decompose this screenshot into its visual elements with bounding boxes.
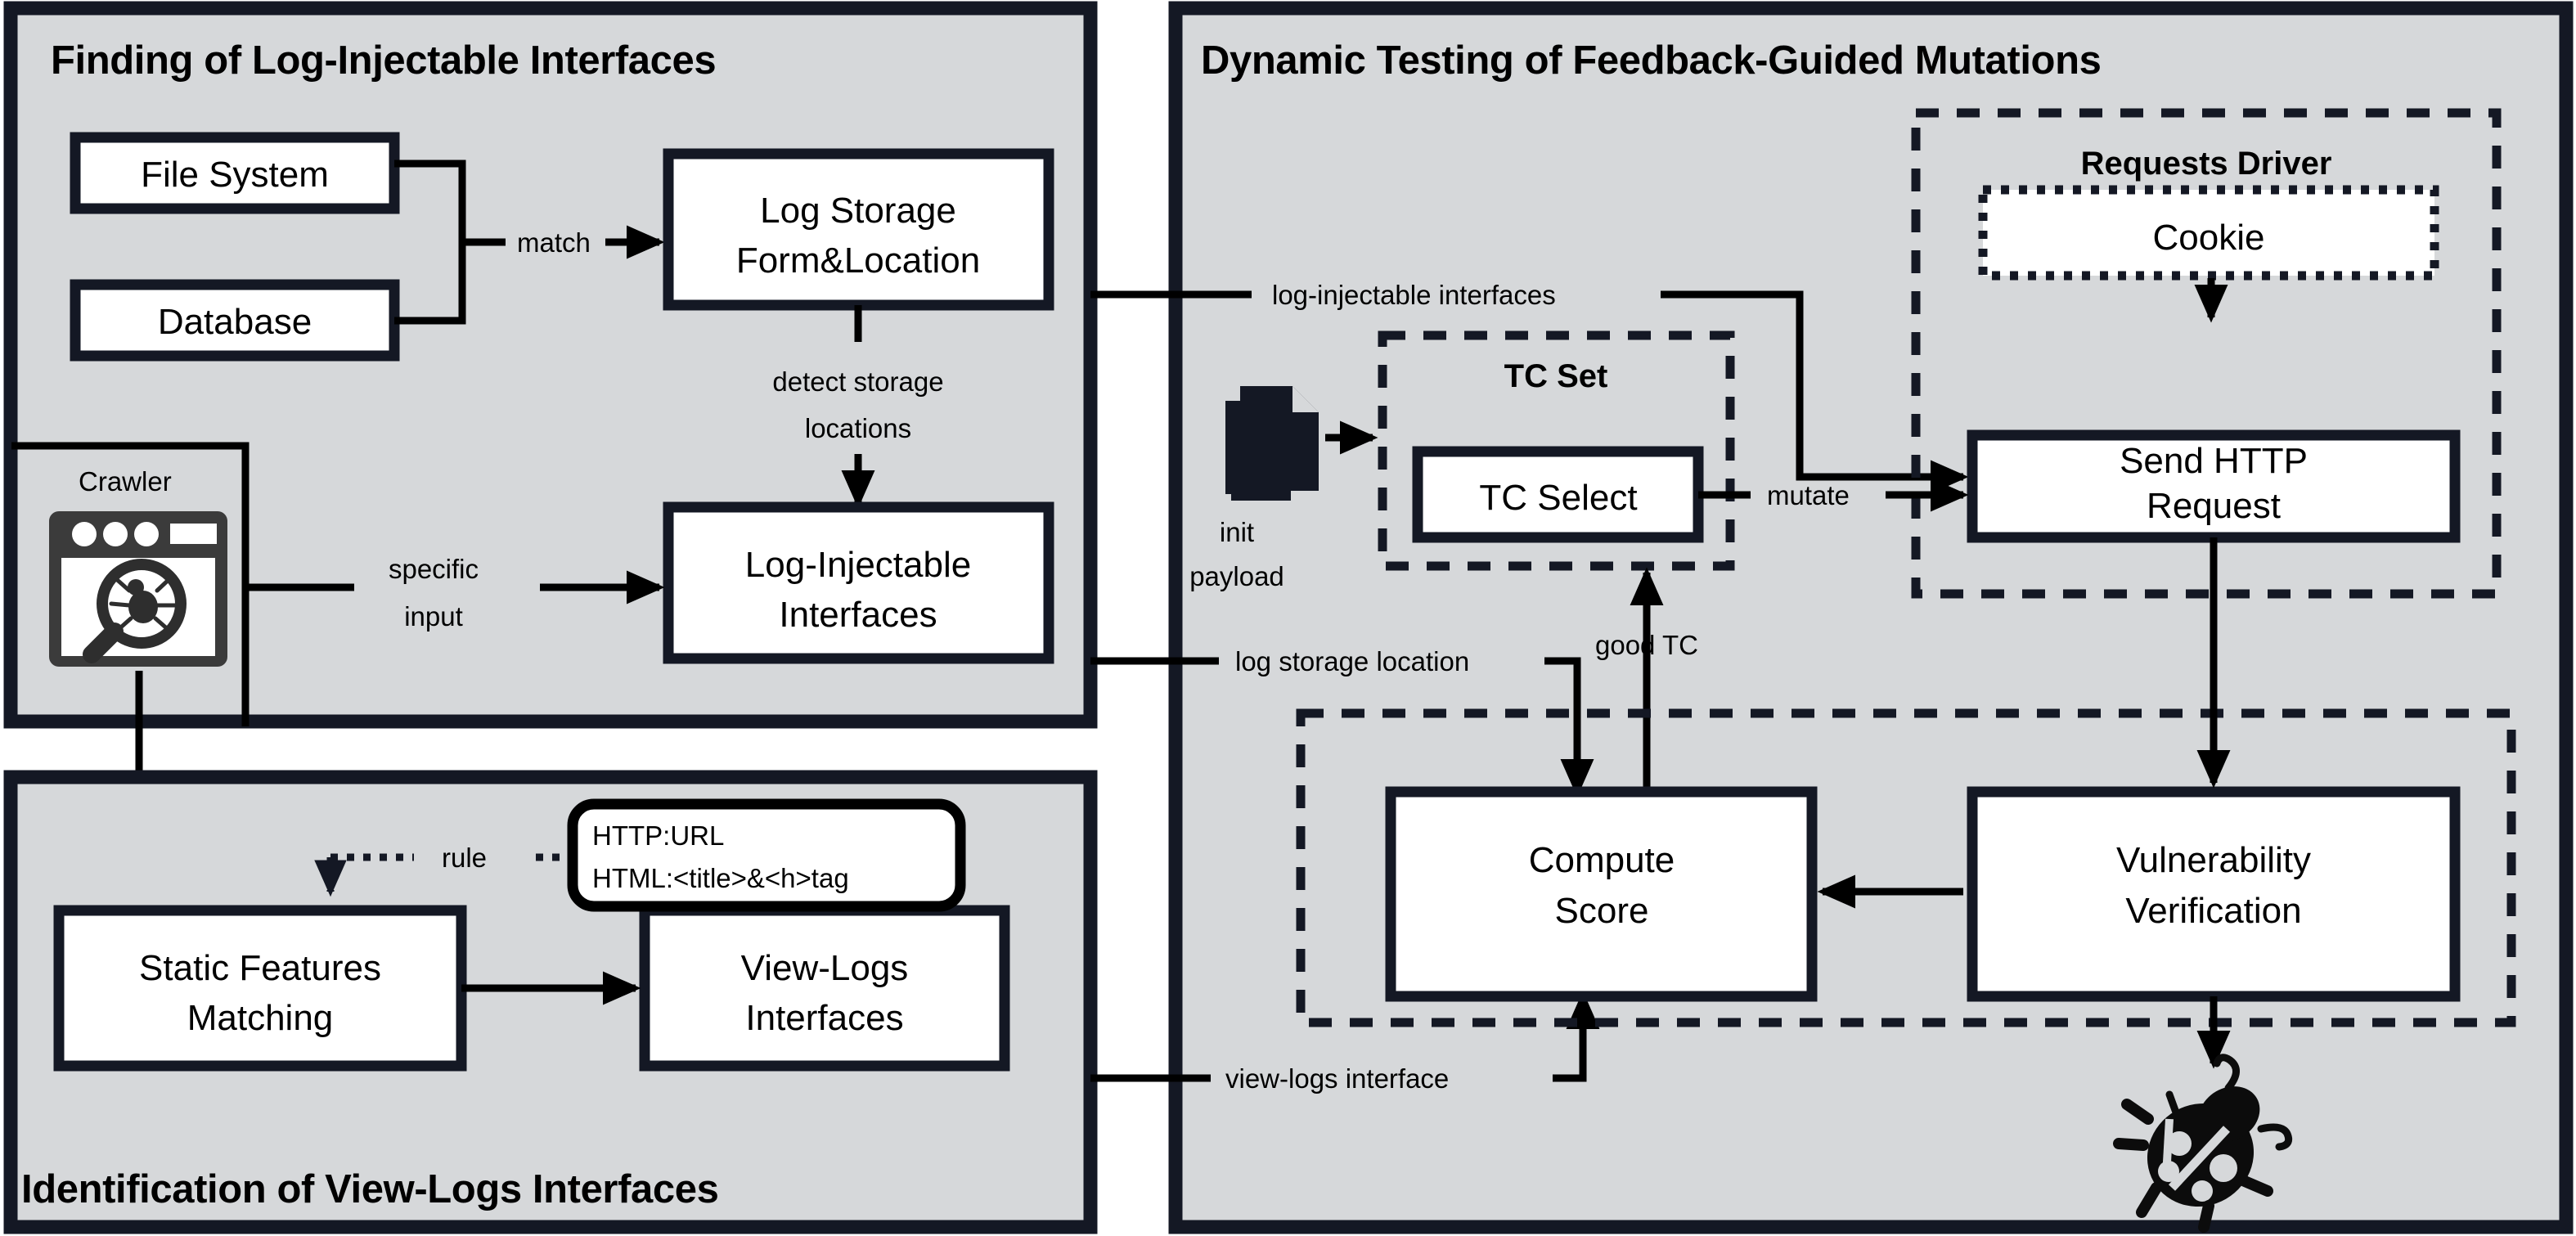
edge-label-specific-input-line2: input: [404, 601, 463, 631]
edge-label-specific-input-line1: specific: [389, 554, 479, 584]
edge-label-view-logs-interface: view-logs interface: [1225, 1063, 1449, 1094]
edge-label-rule: rule: [442, 843, 487, 873]
node-database-label: Database: [158, 302, 312, 342]
crawler-label: Crawler: [79, 466, 172, 497]
node-vuln-verification-line2: Verification: [2125, 891, 2301, 931]
panel-finding-title: Finding of Log-Injectable Interfaces: [51, 38, 716, 83]
crawler-icon: [49, 511, 227, 667]
node-compute-score: Compute Score: [1385, 786, 1818, 1002]
group-tc-set-title: TC Set: [1504, 358, 1608, 394]
node-log-storage-line1: Log Storage: [760, 191, 956, 231]
group-requests-driver: Requests Driver: [1911, 108, 2502, 599]
node-log-storage-form-location: Log Storage Form&Location: [663, 148, 1054, 311]
edge-label-mutate: mutate: [1767, 480, 1850, 510]
init-payload-icon: [1225, 386, 1319, 501]
node-cookie: Cookie: [1978, 185, 2439, 281]
group-requests-driver-title: Requests Driver: [2081, 146, 2332, 182]
node-static-features-line2: Matching: [187, 998, 334, 1038]
rule-callout-line1: HTTP:URL: [592, 820, 724, 851]
node-tc-select-label: TC Select: [1479, 478, 1637, 518]
group-feedback-loop: [1296, 708, 2516, 1027]
edge-label-log-storage-location: log storage location: [1235, 646, 1469, 676]
node-file-system: File System: [70, 132, 400, 214]
node-database: Database: [70, 279, 400, 362]
node-vuln-verification-line1: Vulnerability: [2116, 840, 2311, 880]
node-view-logs-line1: View-Logs: [741, 948, 909, 988]
node-send-http-line2: Request: [2147, 486, 2281, 526]
node-view-logs-interfaces: View-Logs Interfaces: [639, 905, 1010, 1072]
edge-label-log-injectable-interfaces: log-injectable interfaces: [1272, 280, 1556, 310]
ladybug-icon: [2113, 1054, 2293, 1233]
node-compute-score-line1: Compute: [1529, 840, 1675, 880]
edge-label-match: match: [517, 227, 591, 258]
rule-callout-line2: HTML:<title>&<h>tag: [592, 863, 849, 893]
node-send-http-line1: Send HTTP: [2120, 441, 2308, 481]
node-static-features-matching: Static Features Matching: [53, 905, 467, 1072]
node-send-http-request: Send HTTP Request: [1967, 429, 2461, 543]
edge-label-detect-storage-line2: locations: [805, 413, 911, 443]
node-log-injectable-line1: Log-Injectable: [745, 545, 971, 585]
node-compute-score-line2: Score: [1555, 891, 1649, 931]
edge-label-detect-storage-line1: detect storage: [772, 366, 943, 397]
node-log-storage-line2: Form&Location: [736, 240, 980, 281]
panel-dynamic-title: Dynamic Testing of Feedback-Guided Mutat…: [1201, 38, 2101, 83]
init-payload-label-line2: payload: [1189, 561, 1284, 591]
rule-callout: HTTP:URL HTML:<title>&<h>tag: [567, 798, 966, 912]
group-tc-set: TC Set: [1378, 330, 1735, 571]
node-cookie-label: Cookie: [2153, 218, 2265, 258]
node-log-injectable-line2: Interfaces: [779, 595, 937, 635]
node-static-features-line1: Static Features: [139, 948, 381, 988]
node-vulnerability-verification: Vulnerability Verification: [1967, 786, 2461, 1002]
init-payload-label-line1: init: [1220, 517, 1254, 547]
node-tc-select: TC Select: [1412, 446, 1704, 543]
node-view-logs-line2: Interfaces: [745, 998, 903, 1038]
node-file-system-label: File System: [141, 155, 329, 195]
panel-identification-title: Identification of View-Logs Interfaces: [21, 1167, 718, 1211]
node-log-injectable-interfaces: Log-Injectable Interfaces: [663, 501, 1054, 664]
